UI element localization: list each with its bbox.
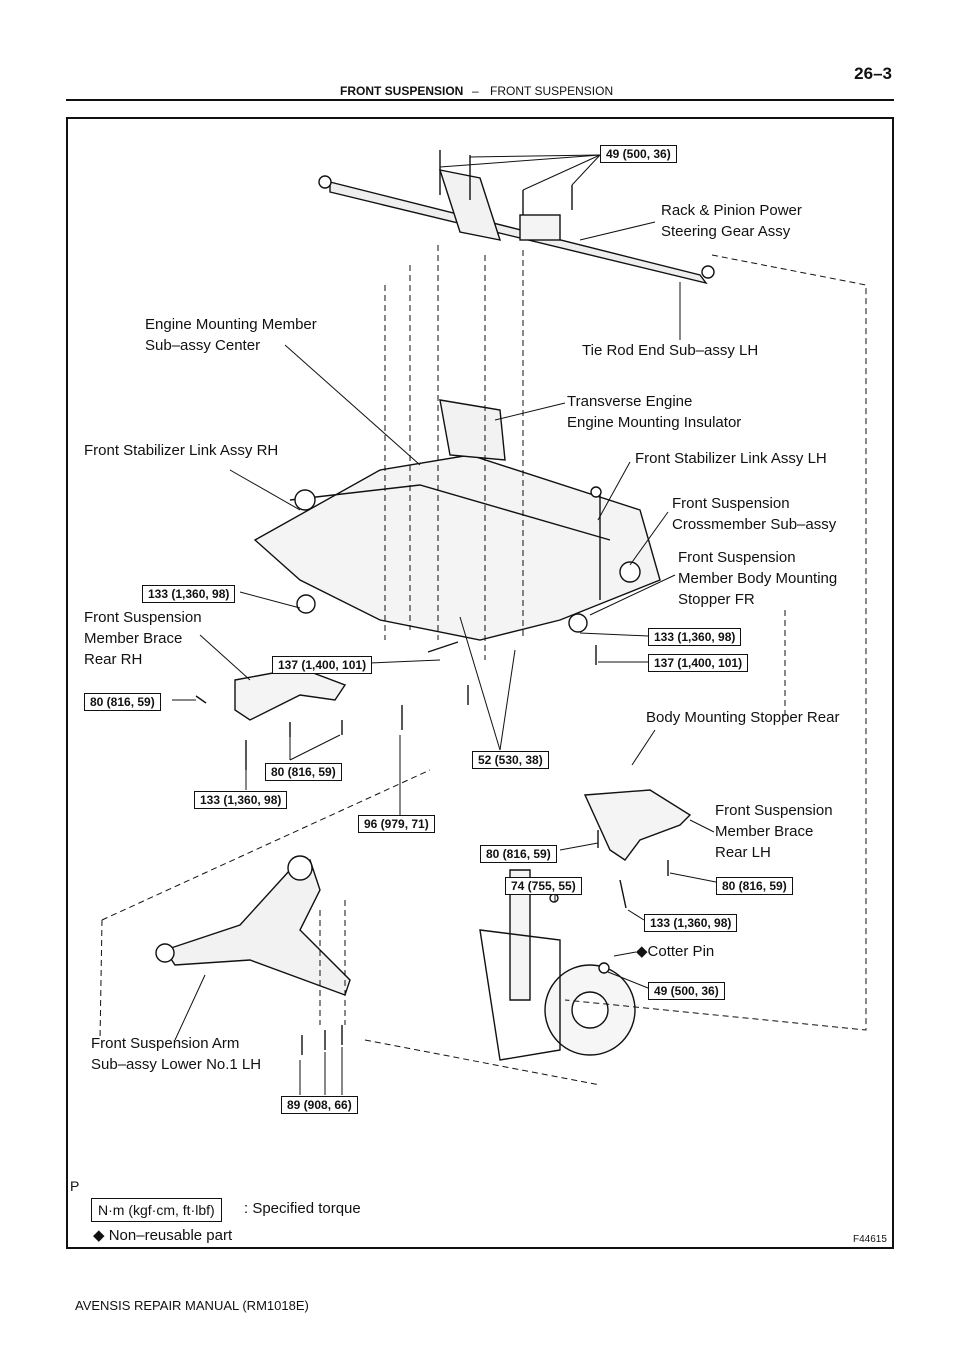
torque-stopper-lh: 133 (1,360, 98) [648,628,742,646]
label-cotter-pin: ◆Cotter Pin [636,943,715,960]
label-brace-rear-rh: Front Suspension Member Brace Rear RH [84,609,202,668]
label-body-stopper-fr: Front Suspension Member Body Mounting St… [678,549,838,608]
header-subsection: FRONT SUSPENSION [490,84,614,98]
torque-brace-lh-rear: 80 (816, 59) [716,877,793,895]
label-transverse-engine: Transverse Engine Engine Mounting Insula… [567,393,742,431]
crossmember-drawing [253,399,661,641]
nonreusable-legend: ◆ Non–reusable part [93,1227,233,1244]
torque-unit-box: N·m (kgf·cm, ft·lbf) [91,1198,222,1222]
label-body-stopper-rear: Body Mounting Stopper Rear [646,709,840,726]
label-lower-arm: Front Suspension Arm Sub–assy Lower No.1… [91,1035,262,1073]
torque-tie-rod-nut: 49 (500, 36) [648,982,725,1000]
nonreusable-icon: ◆ [636,943,648,960]
torque-rack-bolts: 49 (500, 36) [600,145,677,163]
torque-lower-arm: 89 (908, 66) [281,1096,358,1114]
torque-unit-desc: : Specified torque [244,1200,361,1217]
header-rule [66,99,894,101]
torque-member-bolts: 52 (530, 38) [472,751,549,769]
label-rack-pinion: Rack & Pinion Power Steering Gear Assy [661,202,802,240]
torque-brace-rh-front: 80 (816, 59) [84,693,161,711]
header-section: FRONT SUSPENSION [340,84,464,98]
footer-manual: AVENSIS REPAIR MANUAL (RM1018E) [75,1298,309,1313]
torque-stopper-rh: 133 (1,360, 98) [142,585,236,603]
nonreusable-legend-icon: ◆ [93,1227,105,1244]
header-dash: – [472,84,479,98]
torque-brace-lh-center: 133 (1,360, 98) [644,914,738,932]
p-mark: P [70,1178,80,1194]
torque-ball-joint: 74 (755, 55) [505,877,582,895]
torque-brace-rh-rear: 80 (816, 59) [265,763,342,781]
torque-brace-rh-center: 133 (1,360, 98) [194,791,288,809]
label-engine-mount-member: Engine Mounting Member Sub–assy Center [145,316,317,354]
label-brace-rear-lh: Front Suspension Member Brace Rear LH [715,802,833,861]
label-stab-link-lh: Front Stabilizer Link Assy LH [635,450,827,467]
steering-rack-drawing [318,150,715,285]
figure-id: F44615 [853,1234,887,1245]
label-crossmember: Front Suspension Crossmember Sub–assy [672,495,837,533]
leader-lines [172,154,717,1095]
torque-brace-lh-front: 80 (816, 59) [480,845,557,863]
torque-rear-bolt: 96 (979, 71) [358,815,435,833]
page-number: 26–3 [854,64,892,83]
bolts [195,594,669,1055]
label-tie-rod-end: Tie Rod End Sub–assy LH [582,342,759,359]
torque-crossmember-rh: 137 (1,400, 101) [272,656,373,674]
figure-frame [66,117,894,1249]
assembly-dashed-lines [99,245,867,1086]
torque-crossmember-lh: 137 (1,400, 101) [648,654,749,672]
label-stab-link-rh: Front Stabilizer Link Assy RH [84,442,279,459]
